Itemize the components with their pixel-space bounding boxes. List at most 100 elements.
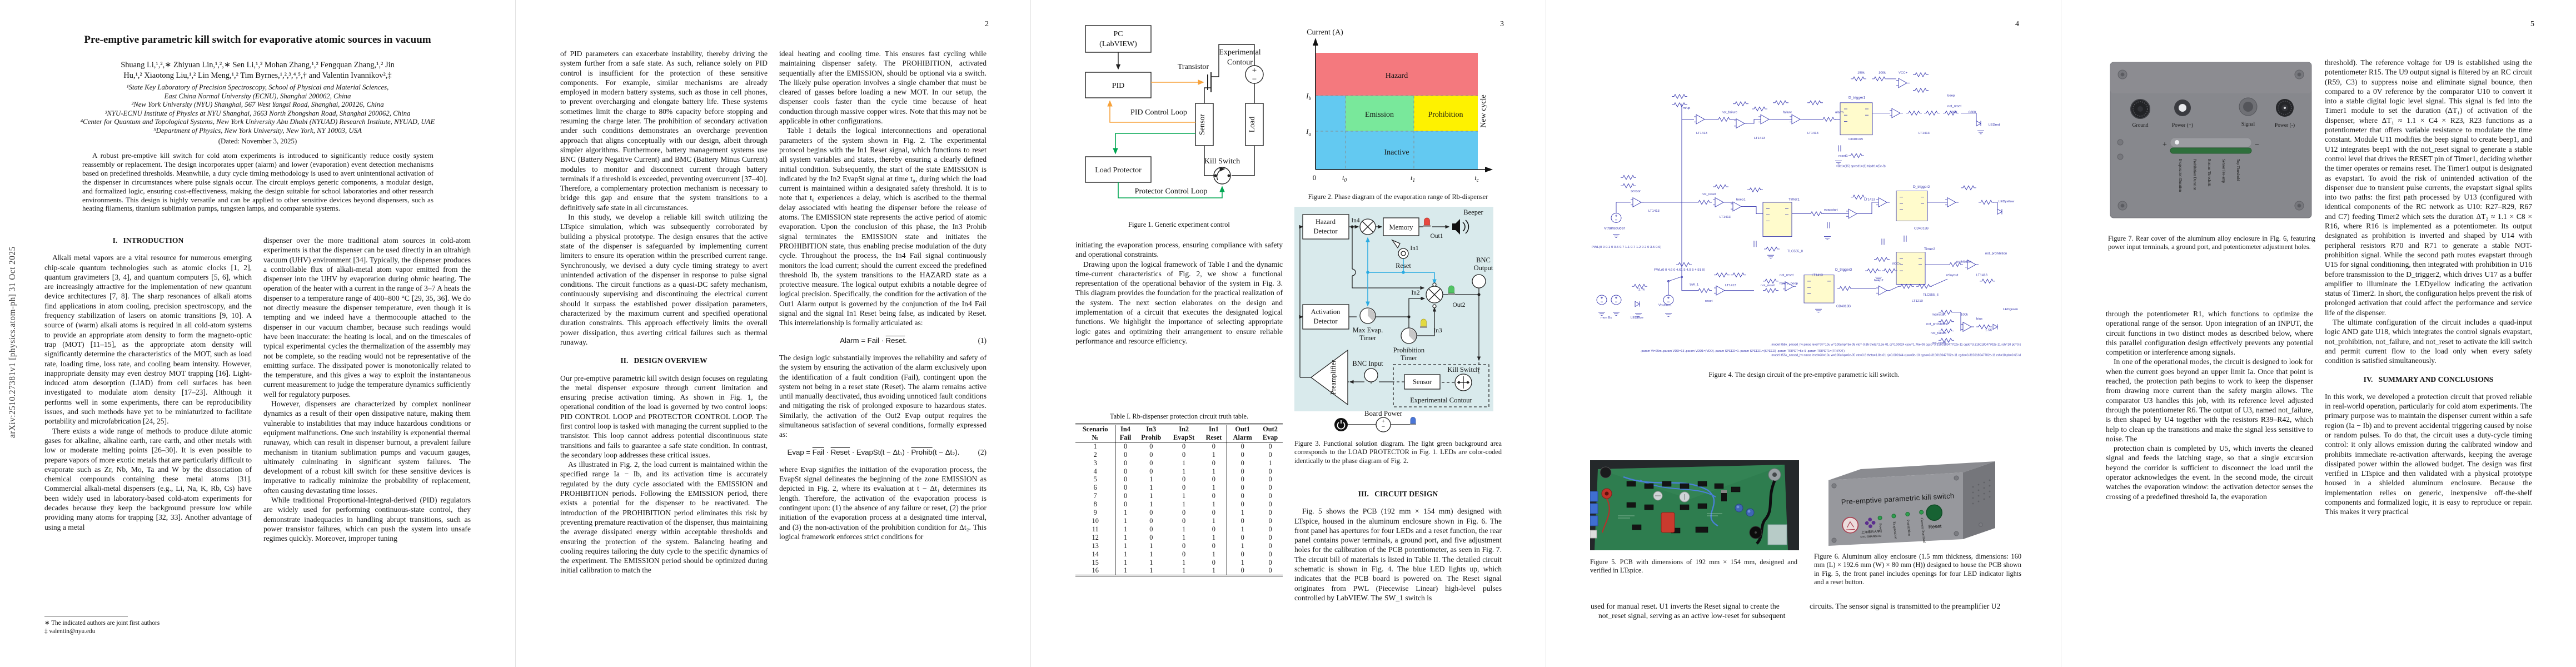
svg-label: sensor: [1631, 190, 1641, 193]
svg-text:0: 0: [1313, 173, 1317, 182]
svg-label: LT1413: [1696, 132, 1707, 135]
activation-detector-label2: Detector: [1313, 317, 1338, 325]
paragraph: Alkali metal vapors are a vital resource…: [44, 253, 252, 426]
svg-label: Top Threshold: [2236, 159, 2240, 181]
out1-label: Out1: [1431, 233, 1443, 240]
svg-label: D_trigger1: [1848, 96, 1866, 100]
svg-label: Timer2: [1924, 247, 1935, 251]
section-heading-introduction: I. INTRODUCTION: [112, 236, 184, 245]
column-header: In2: [1179, 425, 1189, 433]
section-heading-summary: IV. SUMMARY AND CONCLUSIONS: [2363, 375, 2494, 384]
paragraph: protection chain is completed by U5, whi…: [2106, 444, 2313, 501]
spice-model-2: .model lt55x_nmosd_hv nmos level=3 l=10u…: [1771, 354, 2021, 357]
paragraph: circuits. The sensor signal is transmitt…: [1810, 602, 2001, 610]
equation-overline: Fail: [812, 447, 824, 456]
author-line: Shuang Li,¹,²,∗ Zhiyuan Lin,¹,²,∗ Sen Li…: [121, 61, 395, 69]
svg-label: Bottom Threshold: [2207, 159, 2211, 187]
section-heading-circuit-design: III. CIRCUIT DESIGN: [1358, 490, 1438, 498]
new-cycle-label: New cycle: [1479, 94, 1488, 127]
svg-label: Vtransducer: [1604, 227, 1625, 231]
bnc-input-label: BNC Input: [1352, 360, 1383, 367]
experimental-contour-box: [1379, 362, 1489, 407]
svg-label: failure: [1783, 111, 1792, 115]
reset-button[interactable]: [1926, 504, 1942, 521]
svg-label: LT1413: [1864, 198, 1875, 201]
paragraph: Our pre-emptive parametric kill switch d…: [560, 374, 768, 459]
svg-label: alarm: [1835, 111, 1843, 115]
svg-label: failure_beep: [1780, 282, 1798, 286]
hazard-region-label: Hazard: [1386, 72, 1408, 80]
inactive-region-label: Inactive: [1384, 148, 1409, 157]
hazard-detector-label: Hazard: [1316, 218, 1336, 226]
page2-left-column: of PID parameters can exacerbate instabi…: [560, 49, 768, 649]
svg-label: reset1: [1838, 155, 1848, 158]
paragraph: In this work, we developed a protection …: [2325, 392, 2532, 516]
section-heading-design-overview: II. DESIGN OVERVIEW: [620, 356, 707, 365]
svg-label: reset: [1705, 300, 1713, 303]
kill-switch-label: Kill Switch: [1204, 157, 1240, 166]
svg-label: not_failure: [1722, 111, 1737, 115]
equation-2: Evap = Fail · Reset · EvapSt(t − Δt₁) · …: [779, 447, 986, 457]
paragraph: As illustrated in Fig. 2, the load curre…: [560, 460, 768, 575]
figure-5: Figure 5. PCB with dimensions of 192 mm …: [1590, 460, 1799, 575]
column-header: Prohib: [1141, 433, 1162, 441]
minus-sign: −: [1382, 424, 1385, 430]
pid-control-loop-wires: [1107, 79, 1204, 123]
experimental-contour-label: Experimental: [1219, 48, 1261, 57]
affiliation-line: ⁵Department of Physics, New York Univers…: [153, 126, 362, 135]
equation-overline: Prohib: [911, 447, 933, 456]
figure-1-diagram: PC (LabVIEW) PID Transistor Experimental…: [1085, 25, 1264, 198]
page1-left-column: I. INTRODUCTION Alkali metal vapors are …: [44, 236, 252, 614]
svg-label: Prohibition: [1906, 520, 1911, 537]
column-header: Scenario: [1075, 424, 1116, 434]
paragraph: The ultimate configuration of the circui…: [2325, 318, 2532, 365]
svg-label: 100k: [1879, 72, 1886, 75]
svg-label: Power: [1878, 523, 1883, 533]
svg-label: Evaporation: [1892, 521, 1897, 540]
reset-label: Reset: [1396, 262, 1411, 270]
paragraph: Fig. 5 shows the PCB (192 mm × 154 mm) d…: [1294, 507, 1502, 602]
abstract-text: A robust pre-emptive kill switch for col…: [82, 151, 434, 213]
svg-label: beep1: [1736, 198, 1746, 201]
svg-label: D_trigger3: [1835, 268, 1852, 272]
arxiv-stamp: arXiv:2510.27381v1 [physics.atom-ph] 31 …: [8, 246, 17, 438]
schematic-graphics: [1596, 72, 2002, 343]
page-1: arXiv:2510.27381v1 [physics.atom-ph] 31 …: [0, 0, 515, 667]
svg-label: Current Overload: [1920, 517, 1926, 544]
equation-1: Alarm = Fail · Reset. (1): [779, 336, 986, 345]
svg-label: TLC555_0: [1787, 250, 1803, 253]
paragraph: The design logic substantially improves …: [779, 353, 986, 439]
table-1: Table I. Rb-dispenser protection circuit…: [1075, 412, 1283, 577]
column-header: Evap: [1262, 433, 1278, 441]
in1-label: In1: [1410, 245, 1419, 252]
nyu-logo-cn: 上海纽约大学: [1861, 529, 1880, 535]
experimental-contour-label2: Contour: [1227, 58, 1253, 67]
phase-regions: [1316, 53, 1478, 170]
preamplifier-label: Preamplifier: [1329, 360, 1337, 395]
paragraph: ideal heating and cooling time. This ens…: [779, 49, 986, 126]
prohibition-timer-label: Prohibition: [1393, 346, 1425, 354]
svg-label: mainstart: [1932, 313, 1946, 317]
svg-label: LEDyellow: [1999, 200, 2015, 203]
minus-sign: −: [1252, 75, 1257, 84]
vent-holes: [1972, 479, 1991, 505]
figure-5-caption: Figure 5. PCB with dimensions of 192 mm …: [1590, 558, 1797, 575]
svg-label: not_failure: [1931, 332, 1946, 335]
in3-label: In3: [1433, 327, 1442, 334]
y-axis-label: Current (A): [1307, 28, 1343, 37]
equation-overline: Reset: [830, 447, 850, 456]
beeper-icon: [1452, 219, 1469, 235]
plus-sign: +: [1382, 418, 1385, 425]
